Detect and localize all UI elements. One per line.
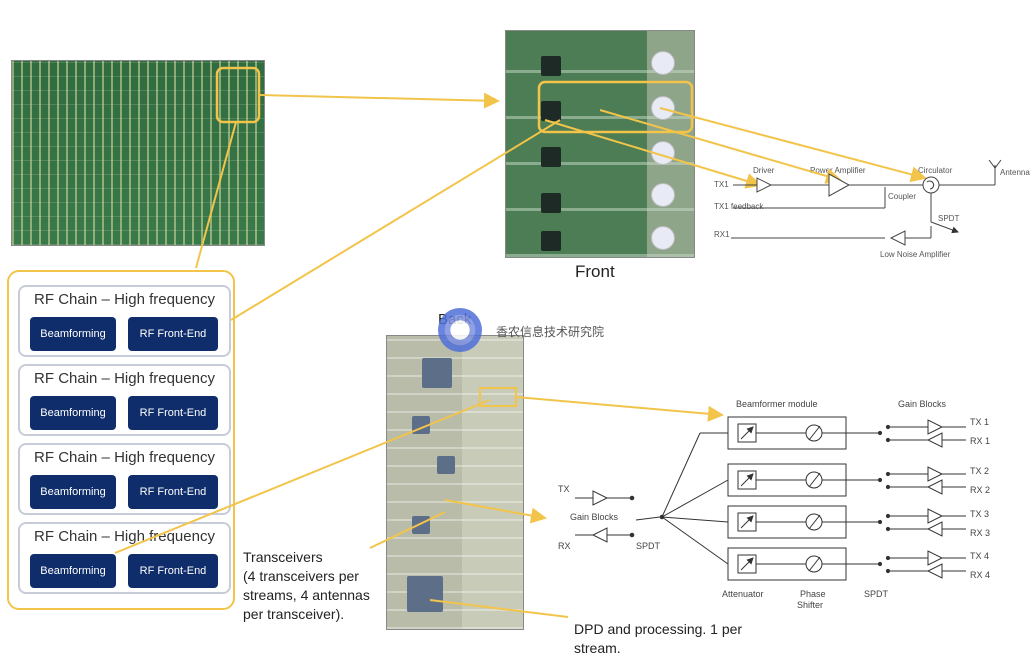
bf-output-rx: RX 4: [970, 570, 991, 580]
front-highlight-box: [537, 80, 694, 134]
bf-output-rx: RX 1: [970, 436, 991, 446]
bf-output-tx: TX 4: [970, 551, 990, 561]
beamforming-block: Beamforming: [30, 554, 116, 588]
rf-chain-card: RF Chain – High frequency Beamforming RF…: [18, 522, 231, 594]
rf-chain-title: RF Chain – High frequency: [34, 528, 215, 545]
bf-phase-label: Phase: [800, 589, 826, 599]
schematic-coupler-label: Coupler: [888, 192, 917, 201]
bf-rx-label: RX: [558, 541, 571, 551]
beamforming-block: Beamforming: [30, 396, 116, 430]
rf-front-end-block: RF Front-End: [128, 475, 218, 509]
front-label: Front: [575, 262, 615, 281]
arrow-front-to-pa: [599, 109, 842, 184]
watermark-text: 香农信息技术研究院: [496, 325, 605, 339]
arrow-rf-to-front: [230, 119, 561, 321]
transceivers-caption: Transceivers (4 transceivers per streams…: [243, 549, 370, 622]
arrow-rf-to-back: [114, 399, 491, 554]
schematic-tx1-label: TX1: [714, 180, 729, 189]
rf-chain-card: RF Chain – High frequency Beamforming RF…: [18, 443, 231, 515]
arrow-transceivers: [369, 511, 446, 549]
bf-gain-blocks-right-label: Gain Blocks: [898, 399, 947, 409]
back-highlight-box: [479, 387, 517, 407]
arrow-front-to-driver: [544, 119, 762, 189]
arrow-dpd: [429, 599, 569, 618]
pcb-highlight-box: [215, 66, 261, 124]
rf-chain-card: RF Chain – High frequency Beamforming RF…: [18, 285, 231, 357]
bf-output-tx: TX 2: [970, 466, 990, 476]
pcb-overview-photo: [11, 60, 265, 246]
beamformer-rows: [737, 419, 966, 579]
schematic-driver-label: Driver: [753, 166, 775, 175]
bf-output-rx: RX 3: [970, 528, 991, 538]
dpd-caption: DPD and processing. 1 per stream.: [574, 621, 743, 656]
bf-output-rx: RX 2: [970, 485, 991, 495]
bf-shifter-label: Shifter: [797, 600, 824, 610]
schematic-antenna-label: Antenna: [1000, 168, 1030, 177]
bf-attenuator-label: Attenuator: [722, 589, 764, 599]
bf-spdt-left-label: SPDT: [636, 541, 661, 551]
schematic-spdt-label: SPDT: [938, 214, 960, 223]
pcb-back-photo: [386, 335, 524, 630]
rf-front-end-block: RF Front-End: [128, 317, 218, 351]
rf-chain-title: RF Chain – High frequency: [34, 370, 215, 387]
bf-tx-label: TX: [558, 484, 570, 494]
rf-chain-card: RF Chain – High frequency Beamforming RF…: [18, 364, 231, 436]
schematic-rx1-label: RX1: [714, 230, 730, 239]
arrow-pcb-to-front: [259, 92, 500, 109]
beamforming-block: Beamforming: [30, 475, 116, 509]
bf-output-tx: TX 1: [970, 417, 990, 427]
arrow-transceivers-right: [444, 499, 547, 524]
rf-chain-title: RF Chain – High frequency: [34, 291, 215, 308]
rf-chain-title: RF Chain – High frequency: [34, 449, 215, 466]
bf-output-tx: TX 3: [970, 509, 990, 519]
rf-front-end-block: RF Front-End: [128, 554, 218, 588]
watermark-logo-icon: [438, 308, 482, 352]
rf-chain-group: [7, 270, 235, 610]
schematic-lna-label: Low Noise Amplifier: [880, 250, 951, 259]
bf-module-label: Beamformer module: [736, 399, 818, 409]
bf-spdt-right-label: SPDT: [864, 589, 889, 599]
schematic-tx1-feedback-label: TX1 feedback: [714, 202, 764, 211]
rf-front-end-block: RF Front-End: [128, 396, 218, 430]
schematic-circulator-label: Circulator: [918, 166, 953, 175]
arrow-back-to-beamformer: [515, 396, 724, 422]
arrow-pcb-to-rf-group: [195, 121, 237, 269]
beamformer-diagram: [575, 416, 847, 581]
arrow-front-to-circulator: [659, 107, 927, 183]
bf-gain-blocks-left-label: Gain Blocks: [570, 512, 619, 522]
beamforming-block: Beamforming: [30, 317, 116, 351]
front-schematic: [731, 159, 1002, 246]
